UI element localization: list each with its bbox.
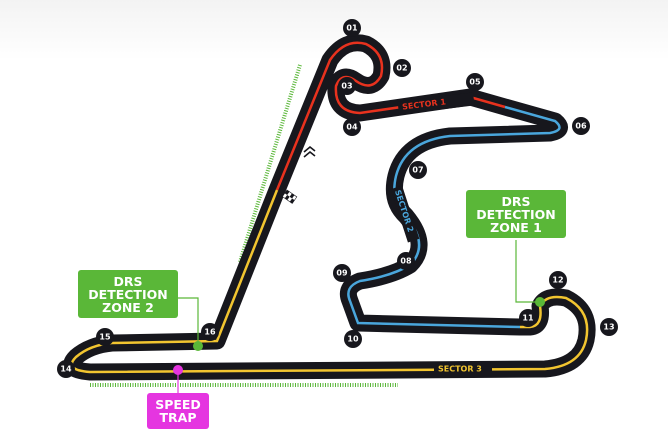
turn-marker-13: 13 [600, 318, 618, 336]
drs2-line2: DETECTION [88, 286, 168, 302]
drs1-line2: DETECTION [476, 206, 556, 222]
turn-number: 13 [603, 323, 614, 332]
turn-marker-15: 15 [96, 328, 114, 346]
turn-marker-07: 07 [409, 161, 427, 179]
turn-number: 04 [346, 123, 358, 132]
drs-detection-point-1 [535, 297, 545, 307]
turn-number: 07 [412, 166, 423, 175]
drs2-line1: DRS [113, 273, 143, 289]
turn-marker-11: 11 [519, 309, 537, 327]
checkered-flag-icon [281, 189, 298, 204]
turn-marker-16: 16 [201, 323, 219, 341]
turn-number: 09 [336, 269, 348, 278]
turn-number: 02 [396, 64, 407, 73]
turn-marker-02: 02 [393, 59, 411, 77]
turn-number: 01 [346, 24, 358, 33]
speed-trap-line1: SPEED [155, 397, 201, 412]
sector-3-label: SECTOR 3 [438, 365, 482, 374]
turn-number: 10 [347, 335, 359, 344]
turn-number: 12 [552, 276, 563, 285]
sector-1-line [275, 41, 506, 191]
turn-marker-09: 09 [333, 264, 351, 282]
turn-number: 11 [522, 314, 534, 323]
turn-marker-12: 12 [549, 271, 567, 289]
turn-marker-05: 05 [466, 73, 484, 91]
chevrons-icon [303, 145, 316, 158]
turn-number: 03 [341, 82, 352, 91]
turn-marker-01: 01 [343, 19, 361, 37]
drs1-line1: DRS [501, 193, 531, 209]
drs1-line3: ZONE 1 [490, 219, 542, 235]
drs-detection-point-2 [193, 341, 203, 351]
turn-marker-08: 08 [397, 252, 415, 270]
drs-zone-main-straight [238, 64, 302, 263]
drs2-line3: ZONE 2 [102, 299, 154, 315]
drs-detection-zone-2-label: DRS DETECTION ZONE 2 [78, 270, 178, 318]
turn-number: 16 [204, 328, 216, 337]
turn-number: 14 [60, 365, 72, 374]
turn-number: 08 [400, 257, 412, 266]
turn-marker-14: 14 [57, 360, 75, 378]
turn-marker-06: 06 [572, 117, 590, 135]
turn-marker-10: 10 [344, 330, 362, 348]
speed-trap-point [173, 365, 183, 375]
speed-trap-label: SPEED TRAP [147, 393, 209, 429]
turn-number: 05 [469, 78, 481, 87]
turn-marker-04: 04 [343, 118, 361, 136]
turn-number: 06 [575, 122, 587, 131]
drs-detection-zone-1-label: DRS DETECTION ZONE 1 [466, 190, 566, 238]
turn-number: 15 [99, 333, 111, 342]
turn-marker-03: 03 [338, 77, 356, 95]
speed-trap-line2: TRAP [159, 410, 197, 425]
